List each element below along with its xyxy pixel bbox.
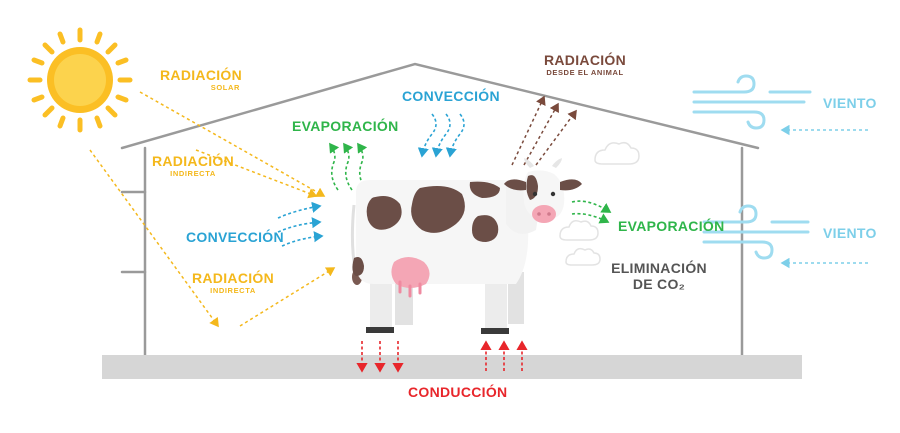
evaporation-left-arrows: [329, 142, 368, 191]
label-evaporacion-right: EVAPORACIÓN: [618, 218, 725, 234]
wind-icon-top: [692, 74, 812, 130]
wind-arrows: [780, 124, 868, 269]
label-eliminacion-line1: ELIMINACIÓN: [611, 260, 707, 276]
co2-clouds: [559, 141, 640, 266]
evaporation-right-arrows: [571, 200, 612, 224]
sun-icon: [27, 27, 133, 133]
label-radiacion-indirecta-top-sub: INDIRECTA: [170, 169, 216, 178]
label-eliminacion-line2: DE CO₂: [632, 276, 686, 292]
label-radiacion-indirecta-bottom: RADIACIÓN INDIRECTA: [190, 270, 276, 295]
label-viento-bottom: VIENTO: [823, 225, 877, 241]
label-radiacion-animal-sub: DESDE EL ANIMAL: [546, 68, 624, 77]
label-radiacion-indirecta-top-title: RADIACIÓN: [151, 153, 235, 169]
barn: [120, 62, 760, 357]
label-radiacion-solar-sub: SOLAR: [210, 83, 240, 92]
label-conveccion-left: CONVECCIÓN: [186, 229, 284, 245]
label-radiacion-animal-title: RADIACIÓN: [543, 52, 627, 68]
conduction-arrows: [356, 340, 528, 373]
label-radiacion-animal: RADIACIÓN DESDE EL ANIMAL: [537, 52, 633, 77]
animal-radiation-arrows: [511, 95, 577, 166]
label-conduccion: CONDUCCIÓN: [408, 384, 508, 400]
label-evaporacion-left: EVAPORACIÓN: [292, 118, 399, 134]
indirect-radiation-arrow-bottom: [239, 267, 336, 327]
label-radiacion-indirecta-top: RADIACIÓN INDIRECTA: [150, 153, 236, 178]
cow-illustration: [350, 158, 582, 334]
label-radiacion-solar: RADIACIÓN SOLAR: [160, 67, 243, 92]
label-radiacion-solar-title: RADIACIÓN: [160, 67, 243, 83]
label-conveccion-top: CONVECCIÓN: [402, 88, 500, 104]
barn-roof: [120, 62, 760, 150]
label-eliminacion-co2: ELIMINACIÓN DE CO₂: [606, 260, 712, 292]
label-radiacion-indirecta-bottom-sub: INDIRECTA: [210, 286, 256, 295]
floor: [102, 355, 802, 379]
convection-top-arrows: [417, 113, 465, 158]
solar-radiation-arrow: [139, 91, 326, 197]
label-viento-top: VIENTO: [823, 95, 877, 111]
label-radiacion-indirecta-bottom-title: RADIACIÓN: [191, 270, 275, 286]
convection-left-arrows: [277, 201, 324, 247]
solar-radiation-arrows: [89, 91, 336, 328]
wind-icon-bottom: [702, 204, 810, 260]
solar-radiation-arrow-floor: [89, 149, 219, 328]
